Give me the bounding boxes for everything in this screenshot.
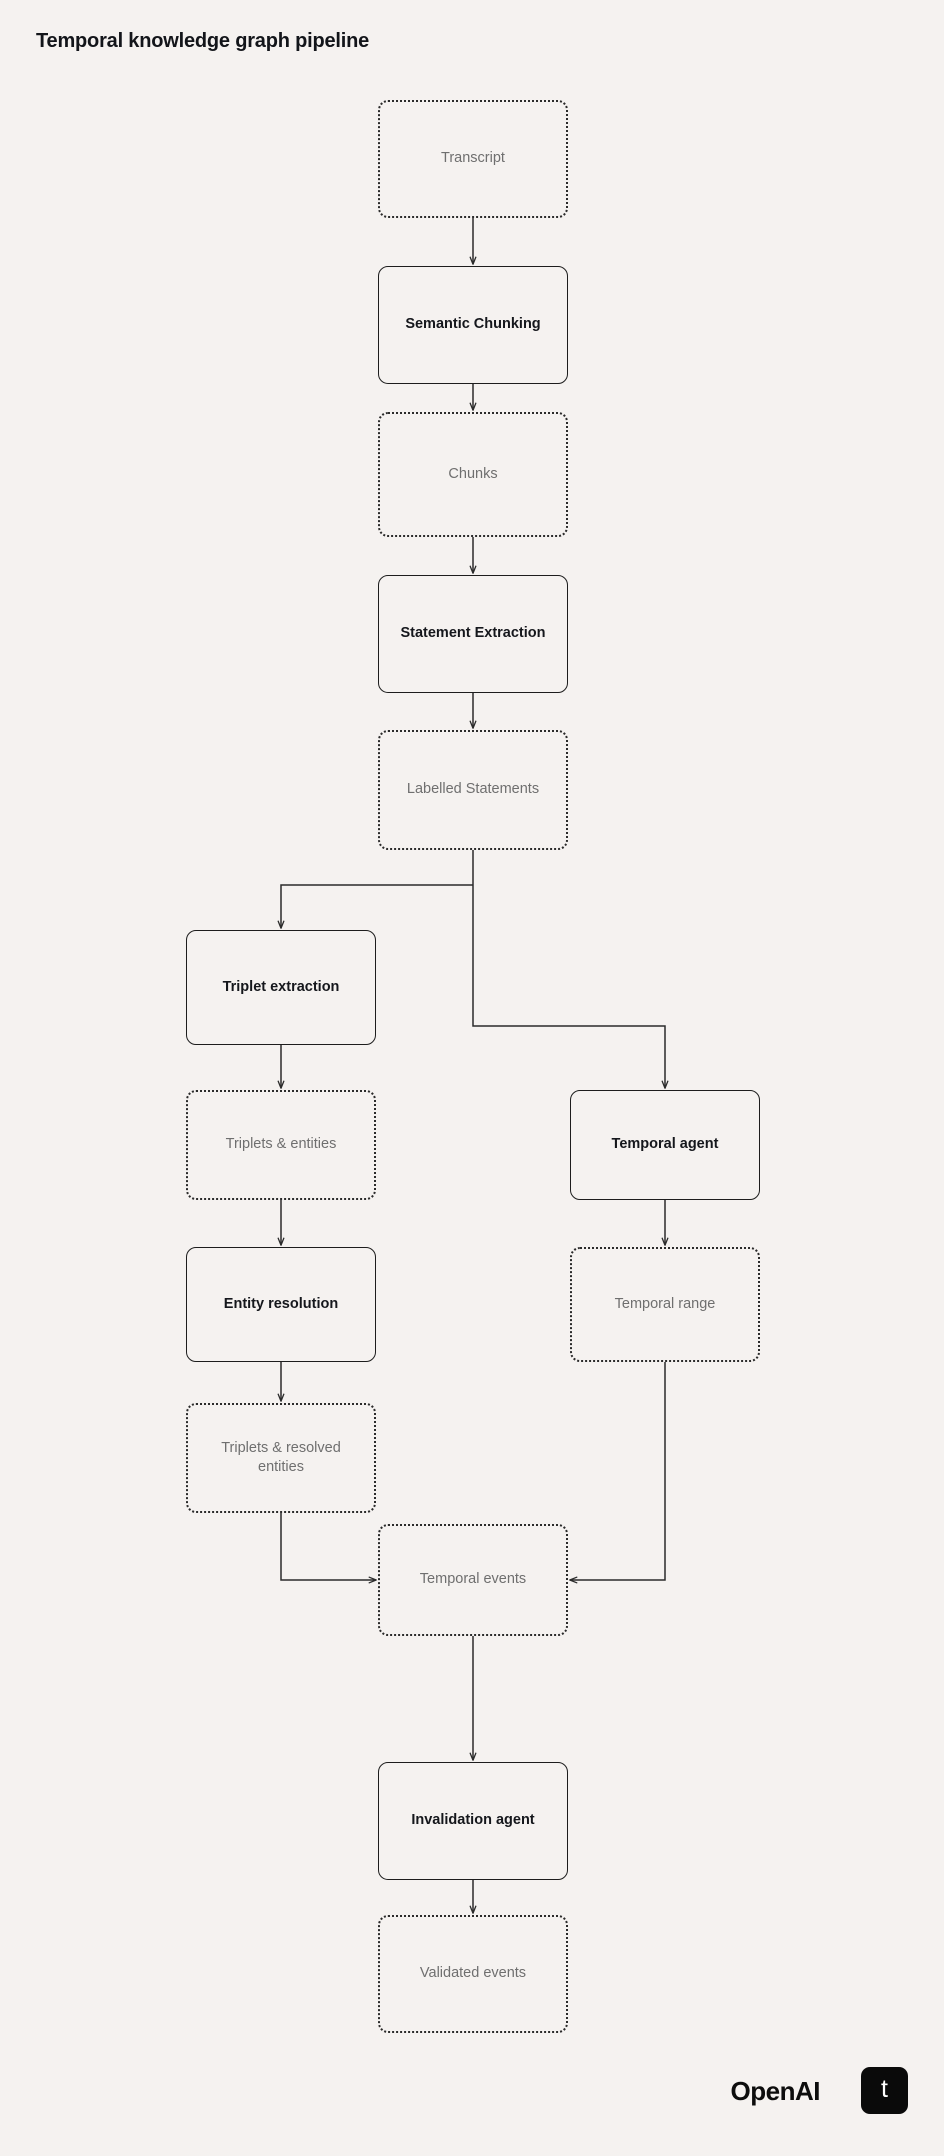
node-temporal-agent: Temporal agent [570, 1090, 760, 1200]
node-invalidation-agent: Invalidation agent [378, 1762, 568, 1880]
footer: OpenAI t [0, 2060, 944, 2156]
node-triplets-resolved: Triplets & resolved entities [186, 1403, 376, 1513]
node-label: Validated events [419, 1965, 527, 1982]
node-label: Chunks [448, 465, 498, 482]
node-label: Temporal events [419, 1571, 527, 1588]
node-labelled-statements: Labelled Statements [378, 730, 568, 850]
node-label: Triplet extraction [222, 978, 340, 995]
node-label: Temporal range [614, 1295, 716, 1312]
node-temporal-events: Temporal events [378, 1524, 568, 1636]
node-label: Triplets & resolved entities [221, 1439, 341, 1475]
tool-logo-icon: t [861, 2067, 908, 2114]
openai-logo: OpenAI [730, 2076, 821, 2106]
node-label: Transcript [441, 150, 505, 167]
node-entity-resolution: Entity resolution [186, 1247, 376, 1362]
node-label: Labelled Statements [406, 781, 540, 798]
node-label: Semantic Chunking [405, 316, 541, 333]
node-transcript: Transcript [378, 100, 568, 218]
node-triplets-entities: Triplets & entities [186, 1090, 376, 1200]
tool-logo-letter: t [881, 2075, 888, 2103]
node-label: Triplets & entities [225, 1136, 337, 1153]
node-triplet-extraction: Triplet extraction [186, 930, 376, 1045]
node-label: Entity resolution [223, 1295, 339, 1312]
node-statement-extraction: Statement Extraction [378, 575, 568, 693]
node-label: Invalidation agent [411, 1812, 535, 1829]
node-validated-events: Validated events [378, 1915, 568, 2033]
node-temporal-range: Temporal range [570, 1247, 760, 1362]
node-label: Statement Extraction [400, 625, 546, 642]
page-title: Temporal knowledge graph pipeline [36, 30, 370, 52]
node-chunks: Chunks [378, 412, 568, 537]
node-semantic-chunking: Semantic Chunking [378, 266, 568, 384]
node-label: Temporal agent [611, 1136, 719, 1153]
